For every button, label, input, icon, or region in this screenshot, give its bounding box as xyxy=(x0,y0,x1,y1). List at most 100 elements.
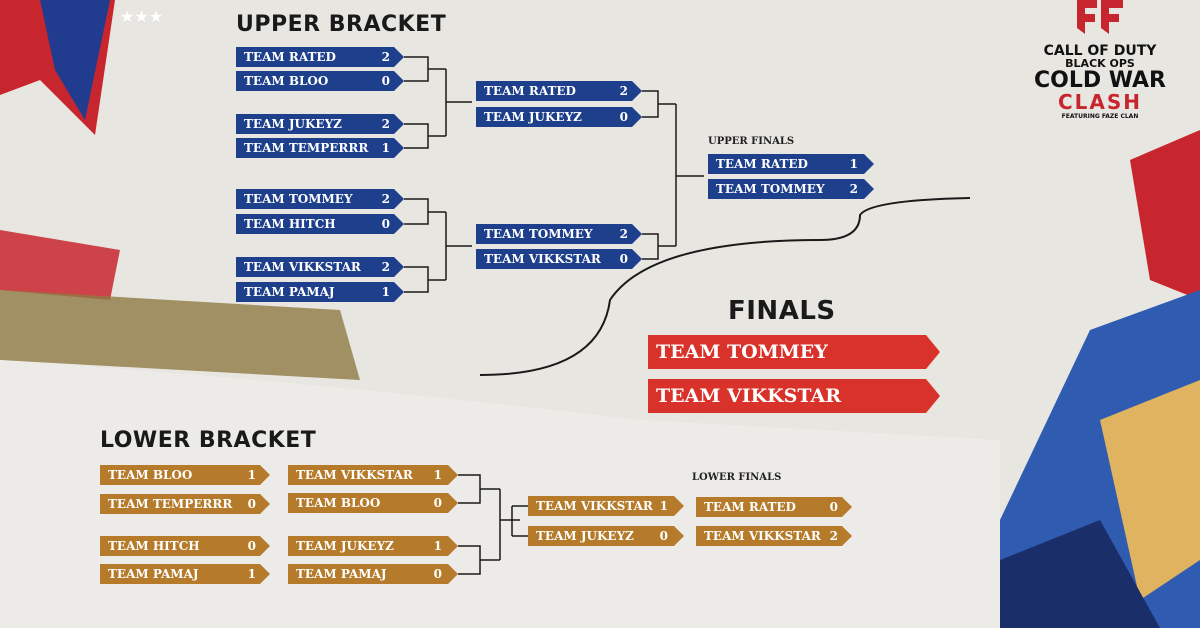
upper-r1-slot: TEAM RATED 2 xyxy=(236,47,404,67)
team-score: 1 xyxy=(849,157,858,171)
team-score: 2 xyxy=(381,50,390,64)
team-score: 0 xyxy=(433,567,442,581)
team-name: TEAM VIKKSTAR xyxy=(704,529,821,543)
logo-line-clash: CLASH xyxy=(1057,90,1143,114)
team-name: TEAM JUKEYZ xyxy=(536,529,634,543)
upper-r2-slot: TEAM RATED 2 xyxy=(476,81,642,101)
lower-r2-slot: TEAM BLOO 0 xyxy=(288,493,458,513)
team-score: 0 xyxy=(247,497,256,511)
upper-r1-slot: TEAM TOMMEY 2 xyxy=(236,189,404,209)
team-score: 1 xyxy=(433,539,442,553)
team-name: TEAM BLOO xyxy=(108,468,193,482)
upper-r1-slot: TEAM HITCH 0 xyxy=(236,214,404,234)
team-name: TEAM TOMMEY xyxy=(484,227,593,241)
team-name: TEAM RATED xyxy=(244,50,336,64)
left-blue-shape xyxy=(40,0,110,120)
team-name: TEAM VIKKSTAR xyxy=(244,260,361,274)
upper-finals-label: UPPER FINALS xyxy=(708,136,795,147)
lower-r3-slot: TEAM VIKKSTAR 1 xyxy=(528,496,684,516)
team-score: 0 xyxy=(247,539,256,553)
team-score: 2 xyxy=(381,117,390,131)
upper-r2-slot: TEAM TOMMEY 2 xyxy=(476,224,642,244)
team-name: TEAM PAMAJ xyxy=(296,567,387,581)
team-name: TEAM PAMAJ xyxy=(244,285,335,299)
team-name: TEAM RATED xyxy=(704,500,796,514)
team-name: TEAM JUKEYZ xyxy=(484,110,582,124)
lower-finals-slot: TEAM VIKKSTAR 2 xyxy=(696,526,852,546)
team-score: 1 xyxy=(381,141,390,155)
team-name: TEAM JUKEYZ xyxy=(296,539,394,553)
grand-finals-slot: TEAM TOMMEY xyxy=(648,335,940,369)
team-score: 0 xyxy=(381,217,390,231)
team-name: TEAM HITCH xyxy=(108,539,200,553)
team-score: 1 xyxy=(247,468,256,482)
lower-r1-slot: TEAM PAMAJ 1 xyxy=(100,564,270,584)
team-name: TEAM TEMPERRR xyxy=(244,141,369,155)
team-score: 0 xyxy=(659,529,668,543)
lower-r1-slot: TEAM TEMPERRR 0 xyxy=(100,494,270,514)
lower-r1-slot: TEAM BLOO 1 xyxy=(100,465,270,485)
lower-finals-slot: TEAM RATED 0 xyxy=(696,497,852,517)
grand-finals-slot: TEAM VIKKSTAR xyxy=(648,379,940,413)
team-name: TEAM HITCH xyxy=(244,217,336,231)
upper-bracket-heading: UPPER BRACKET xyxy=(236,12,447,37)
lower-r3-slot: TEAM JUKEYZ 0 xyxy=(528,526,684,546)
lower-r2-slot: TEAM PAMAJ 0 xyxy=(288,564,458,584)
team-score: 0 xyxy=(381,74,390,88)
team-name: TEAM TEMPERRR xyxy=(108,497,233,511)
team-score: 0 xyxy=(829,500,838,514)
team-score: 1 xyxy=(247,567,256,581)
logo-line-call-of-duty: CALL OF DUTY xyxy=(1043,43,1157,59)
upper-r1-slot: TEAM BLOO 0 xyxy=(236,71,404,91)
right-gold-shape xyxy=(1100,380,1200,600)
team-score: 2 xyxy=(619,227,628,241)
team-score: 1 xyxy=(381,285,390,299)
left-red-strip xyxy=(0,230,120,300)
team-score: 2 xyxy=(381,260,390,274)
team-name: TEAM VIKKSTAR xyxy=(536,499,653,513)
team-name: TEAM TOMMEY xyxy=(716,182,825,196)
lower-finals-label: LOWER FINALS xyxy=(692,472,782,483)
team-score: 0 xyxy=(433,496,442,510)
team-name: TEAM RATED xyxy=(484,84,576,98)
team-name: TEAM VIKKSTAR xyxy=(484,252,601,266)
upper-r2-slot: TEAM JUKEYZ 0 xyxy=(476,107,642,127)
team-name: TEAM VIKKSTAR xyxy=(296,468,413,482)
team-score: 1 xyxy=(433,468,442,482)
team-score: 0 xyxy=(619,110,628,124)
finals-curve-line xyxy=(479,197,971,376)
upper-finals-slot: TEAM RATED 1 xyxy=(708,154,874,174)
upper-r2-slot: TEAM VIKKSTAR 0 xyxy=(476,249,642,269)
team-score: 0 xyxy=(619,252,628,266)
team-name: TEAM PAMAJ xyxy=(108,567,199,581)
upper-r1-slot: TEAM JUKEYZ 2 xyxy=(236,114,404,134)
finals-heading: FINALS xyxy=(728,296,836,326)
team-name: TEAM JUKEYZ xyxy=(244,117,342,131)
lower-bracket-heading: LOWER BRACKET xyxy=(100,428,317,453)
lower-r1-slot: TEAM HITCH 0 xyxy=(100,536,270,556)
team-score: 1 xyxy=(659,499,668,513)
team-score: 2 xyxy=(829,529,838,543)
team-name: TEAM BLOO xyxy=(244,74,329,88)
lower-r2-slot: TEAM JUKEYZ 1 xyxy=(288,536,458,556)
event-logo: CALL OF DUTY BLACK OPS COLD WAR CLASH FE… xyxy=(1030,0,1170,122)
team-score: 2 xyxy=(849,182,858,196)
team-score: 2 xyxy=(381,192,390,206)
upper-r1-slot: TEAM PAMAJ 1 xyxy=(236,282,404,302)
right-red-shape xyxy=(1130,130,1200,300)
right-dark-blue-shape xyxy=(1000,520,1160,628)
logo-line-black-ops: BLACK OPS xyxy=(1065,57,1135,70)
faze-logo-icon xyxy=(1077,0,1123,34)
upper-r1-slot: TEAM TEMPERRR 1 xyxy=(236,138,404,158)
team-name: TEAM BLOO xyxy=(296,496,381,510)
upper-r1-slot: TEAM VIKKSTAR 2 xyxy=(236,257,404,277)
logo-line-cold-war: COLD WAR xyxy=(1033,68,1167,93)
team-name: TEAM TOMMEY xyxy=(244,192,353,206)
upper-finals-slot: TEAM TOMMEY 2 xyxy=(708,179,874,199)
logo-line-featuring: FEATURING FAZE CLAN xyxy=(1061,113,1139,120)
team-name: TEAM RATED xyxy=(716,157,808,171)
team-score: 2 xyxy=(619,84,628,98)
lower-r2-slot: TEAM VIKKSTAR 1 xyxy=(288,465,458,485)
star-icons: ★★★ xyxy=(120,7,163,26)
